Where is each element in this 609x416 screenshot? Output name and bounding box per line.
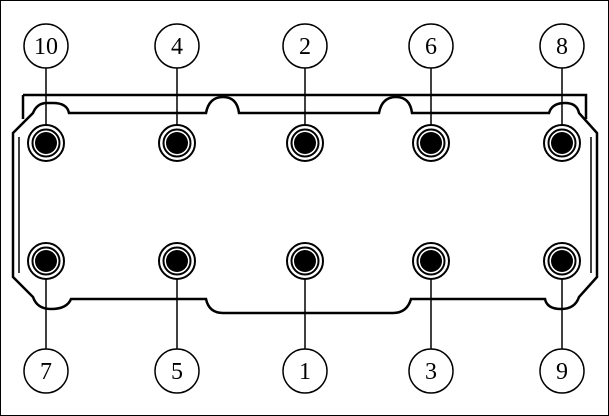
head-top-plate-outline: [23, 93, 588, 119]
callout-circle: [408, 23, 454, 69]
callout-number: 10: [34, 34, 58, 60]
sequence-callout: 2: [282, 23, 328, 69]
sequence-callout: 7: [23, 348, 69, 394]
callout-number: 1: [299, 359, 311, 385]
callout-number: 8: [556, 34, 568, 60]
callout-circle: [282, 23, 328, 69]
sequence-callout: 6: [408, 23, 454, 69]
bolt-head: [166, 250, 188, 272]
sequence-callout: 1: [282, 348, 328, 394]
sequence-callout: 10: [23, 23, 69, 69]
bolt-hole-icon: [158, 242, 196, 280]
callout-number: 2: [299, 34, 311, 60]
bolt-hole-icon: [543, 124, 581, 162]
bolt-head: [294, 250, 316, 272]
sequence-callout: 3: [408, 348, 454, 394]
bolt-hole-icon: [412, 124, 450, 162]
bolt-hole-icon: [27, 124, 65, 162]
bolt-head: [551, 250, 573, 272]
callout-circle: [154, 348, 200, 394]
bolt-hole-icon: [27, 242, 65, 280]
cylinder-head-outline: [11, 95, 599, 315]
callout-circle: [154, 23, 200, 69]
bolt-head: [166, 132, 188, 154]
callout-number: 6: [425, 34, 437, 60]
sequence-callout: 5: [154, 348, 200, 394]
sequence-callout: 8: [539, 23, 585, 69]
callout-circle: [23, 23, 69, 69]
callout-circle: [23, 348, 69, 394]
callout-number: 3: [425, 359, 437, 385]
bolt-holes: [27, 124, 581, 280]
bolt-hole-icon: [286, 124, 324, 162]
bolt-head: [551, 132, 573, 154]
bolt-head: [35, 132, 57, 154]
callout-circle: [539, 348, 585, 394]
bolt-hole-icon: [412, 242, 450, 280]
callout-circle: [282, 348, 328, 394]
bolt-head: [294, 132, 316, 154]
callout-number: 4: [171, 34, 183, 60]
bolt-head: [35, 250, 57, 272]
bolt-head: [420, 250, 442, 272]
leader-lines: [45, 68, 563, 349]
callout-number: 7: [40, 359, 52, 385]
callout-circle: [408, 348, 454, 394]
sequence-callouts: 10 4 2 6 8 7 5 1 3 9: [23, 23, 585, 394]
bolt-hole-icon: [543, 242, 581, 280]
bolt-head: [420, 132, 442, 154]
sequence-callout: 4: [154, 23, 200, 69]
bolt-hole-icon: [286, 242, 324, 280]
callout-number: 5: [171, 359, 183, 385]
callout-circle: [539, 23, 585, 69]
callout-number: 9: [556, 359, 568, 385]
bolt-hole-icon: [158, 124, 196, 162]
sequence-callout: 9: [539, 348, 585, 394]
